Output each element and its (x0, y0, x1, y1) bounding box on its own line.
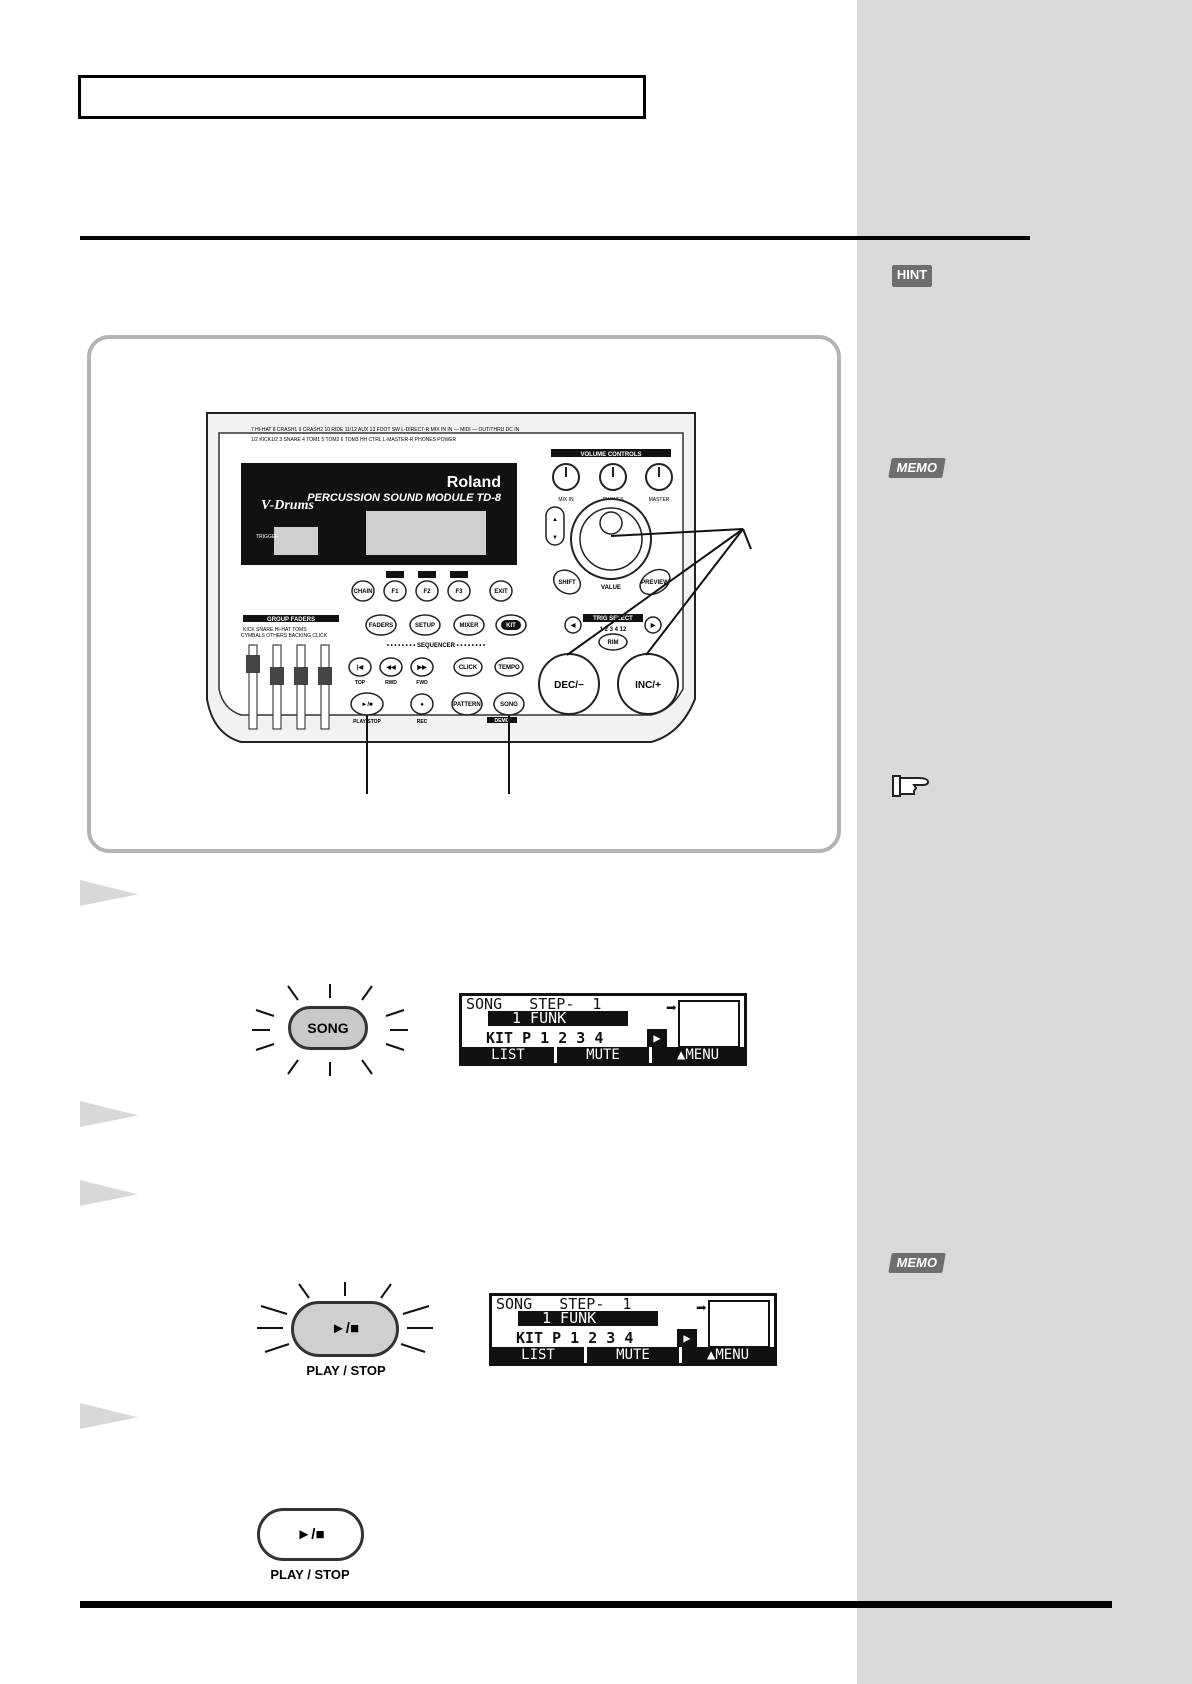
hint-icon: HINT (892, 265, 932, 287)
volume-knobs: MIX IN PHONES MASTER (552, 463, 673, 503)
svg-text:PATTERN: PATTERN (453, 702, 480, 708)
lcd-song-name: 1 FUNK (488, 1011, 628, 1026)
svg-text:F3: F3 (455, 589, 463, 595)
step-marker (80, 1180, 138, 1206)
song-button-glow (250, 980, 410, 1080)
svg-text:SHIFT: SHIFT (558, 580, 576, 586)
group-faders-label: GROUP FADERS (267, 617, 315, 623)
svg-text:SONG: SONG (500, 702, 518, 708)
volume-controls-label: VOLUME CONTROLS (581, 452, 642, 458)
play-icon: ▶ (677, 1329, 697, 1347)
sequencer-label: • • • • • • • • SEQUENCER • • • • • • • … (387, 643, 485, 649)
svg-text:RWD: RWD (385, 680, 397, 686)
section-rule (80, 236, 1030, 240)
svg-text:TEMPO: TEMPO (498, 665, 520, 671)
svg-text:MIX IN: MIX IN (558, 497, 574, 503)
main-lcd (366, 511, 486, 555)
svg-text:RIM: RIM (608, 640, 619, 646)
memo-icon: MEMO (888, 458, 946, 478)
td8-panel-illustration: 7 HI-HAT 8 CRASH1 9 CRASH2 10 RIDE 11/12… (206, 412, 752, 794)
lcd-song-name: 1 FUNK (518, 1311, 658, 1326)
play-stop-button[interactable]: ►/■ (291, 1301, 399, 1357)
svg-text:F2: F2 (423, 589, 431, 595)
footer-rule (80, 1601, 1112, 1608)
svg-text:TOP: TOP (355, 680, 366, 686)
group-faders (246, 644, 332, 730)
svg-text:▼: ▼ (552, 535, 558, 541)
play-stop-glow (255, 1280, 435, 1380)
lcd-tab-menu[interactable]: ▲MENU (652, 1047, 744, 1063)
play-stop-button[interactable]: ►/■ (257, 1508, 364, 1561)
svg-text:MIXER: MIXER (459, 623, 479, 629)
svg-text:CYMBALS OTHERS BACKING CLIC: CYMBALS OTHERS BACKING CLICK (241, 633, 328, 639)
lcd-kit-line: KIT P 1 2 3 4 (516, 1329, 634, 1347)
figure-frame: 7 HI-HAT 8 CRASH1 9 CRASH2 10 RIDE 11/12… (87, 335, 841, 853)
svg-text:REC: REC (417, 719, 428, 725)
lcd-screen: SONG STEP- 1 1 FUNK KIT P 1 2 3 4 ➡ ▶ LI… (489, 1293, 777, 1366)
function-buttons: CHAIN F1 F2 F3 EXIT (351, 571, 513, 602)
svg-text:PREVIEW: PREVIEW (641, 580, 669, 586)
svg-text:1 2 3 4 12: 1 2 3 4 12 (600, 627, 627, 633)
svg-text:FWD: FWD (416, 680, 428, 686)
lcd-screen: SONG STEP- 1 1 FUNK KIT P 1 2 3 4 ➡ ▶ LI… (459, 993, 747, 1066)
svg-text:◀: ◀ (570, 622, 576, 629)
svg-text:DEMO: DEMO (495, 718, 510, 724)
sidebar (857, 0, 1192, 1684)
value-dial-section: ▲ ▼ VALUE SHIFT PREVIEW TRIG SELECT ◀ ▶ 1… (538, 498, 679, 715)
lcd-tab-mute[interactable]: MUTE (587, 1347, 679, 1363)
svg-text:KIT: KIT (506, 623, 516, 629)
callout-lines (366, 528, 752, 794)
play-stop-caption: PLAY / STOP (306, 1363, 386, 1378)
svg-text:|◀: |◀ (357, 664, 364, 671)
lcd-top-line: SONG STEP- 1 (466, 995, 602, 1013)
lcd-tab-bar: LIST MUTE ▲MENU (492, 1347, 774, 1363)
lcd-kit-line: KIT P 1 2 3 4 (486, 1029, 604, 1047)
boombox-icon (708, 1300, 770, 1348)
svg-text:DEC/−: DEC/− (554, 680, 584, 691)
trigger-lcd (274, 527, 318, 555)
lcd-tab-bar: LIST MUTE ▲MENU (462, 1047, 744, 1063)
song-button[interactable]: SONG (288, 1006, 368, 1050)
pointing-hand-icon (892, 772, 932, 800)
input-labels-top: 7 HI-HAT 8 CRASH1 9 CRASH2 10 RIDE 11/12… (251, 427, 520, 433)
lcd-tab-mute[interactable]: MUTE (557, 1047, 649, 1063)
lcd-top-line: SONG STEP- 1 (496, 1295, 632, 1313)
svg-text:VALUE: VALUE (601, 585, 621, 591)
svg-text:EXIT: EXIT (494, 589, 508, 595)
svg-text:SETUP: SETUP (415, 623, 435, 629)
lcd-tab-menu[interactable]: ▲MENU (682, 1347, 774, 1363)
play-icon: ▶ (647, 1029, 667, 1047)
svg-text:●: ● (420, 702, 424, 708)
svg-text:KICK SNARE HI-HAT TOMS: KICK SNARE HI-HAT TOMS (243, 627, 307, 633)
lcd-tab-list[interactable]: LIST (462, 1047, 554, 1063)
svg-text:►/■: ►/■ (361, 702, 373, 708)
svg-text:▶: ▶ (650, 622, 656, 629)
svg-text:TRIGGER: TRIGGER (256, 534, 279, 540)
svg-text:MASTER: MASTER (649, 497, 670, 503)
svg-text:CLICK: CLICK (459, 665, 478, 671)
arrow-right-icon: ➡ (696, 1298, 707, 1319)
step-marker (80, 880, 138, 906)
mode-buttons: FADERS SETUP MIXER KIT (365, 614, 527, 636)
step-marker (80, 1101, 138, 1127)
svg-text:▲: ▲ (552, 517, 558, 523)
svg-text:TRIG SELECT: TRIG SELECT (593, 616, 633, 622)
svg-text:FADERS: FADERS (369, 623, 393, 629)
play-stop-caption: PLAY / STOP (270, 1567, 350, 1582)
lcd-tab-list[interactable]: LIST (492, 1347, 584, 1363)
svg-text:INC/+: INC/+ (635, 680, 661, 691)
arrow-right-icon: ➡ (666, 998, 677, 1019)
boombox-icon (678, 1000, 740, 1048)
input-labels-bottom: 1/2 KICK1/2 3 SNARE 4 TOM1 5 TOM2 6 TOM3… (251, 437, 457, 443)
svg-text:F1: F1 (391, 589, 399, 595)
step-marker (80, 1403, 138, 1429)
memo-icon: MEMO (888, 1253, 946, 1273)
svg-text:CHAIN: CHAIN (354, 589, 373, 595)
v-drums-logo: V-Drums (261, 498, 314, 513)
svg-text:▶▶: ▶▶ (416, 664, 427, 671)
svg-text:◀◀: ◀◀ (385, 664, 396, 671)
model-label: PERCUSSION SOUND MODULE TD-8 (307, 492, 502, 504)
page-title-box (78, 75, 646, 119)
brand-label: Roland (447, 474, 501, 491)
